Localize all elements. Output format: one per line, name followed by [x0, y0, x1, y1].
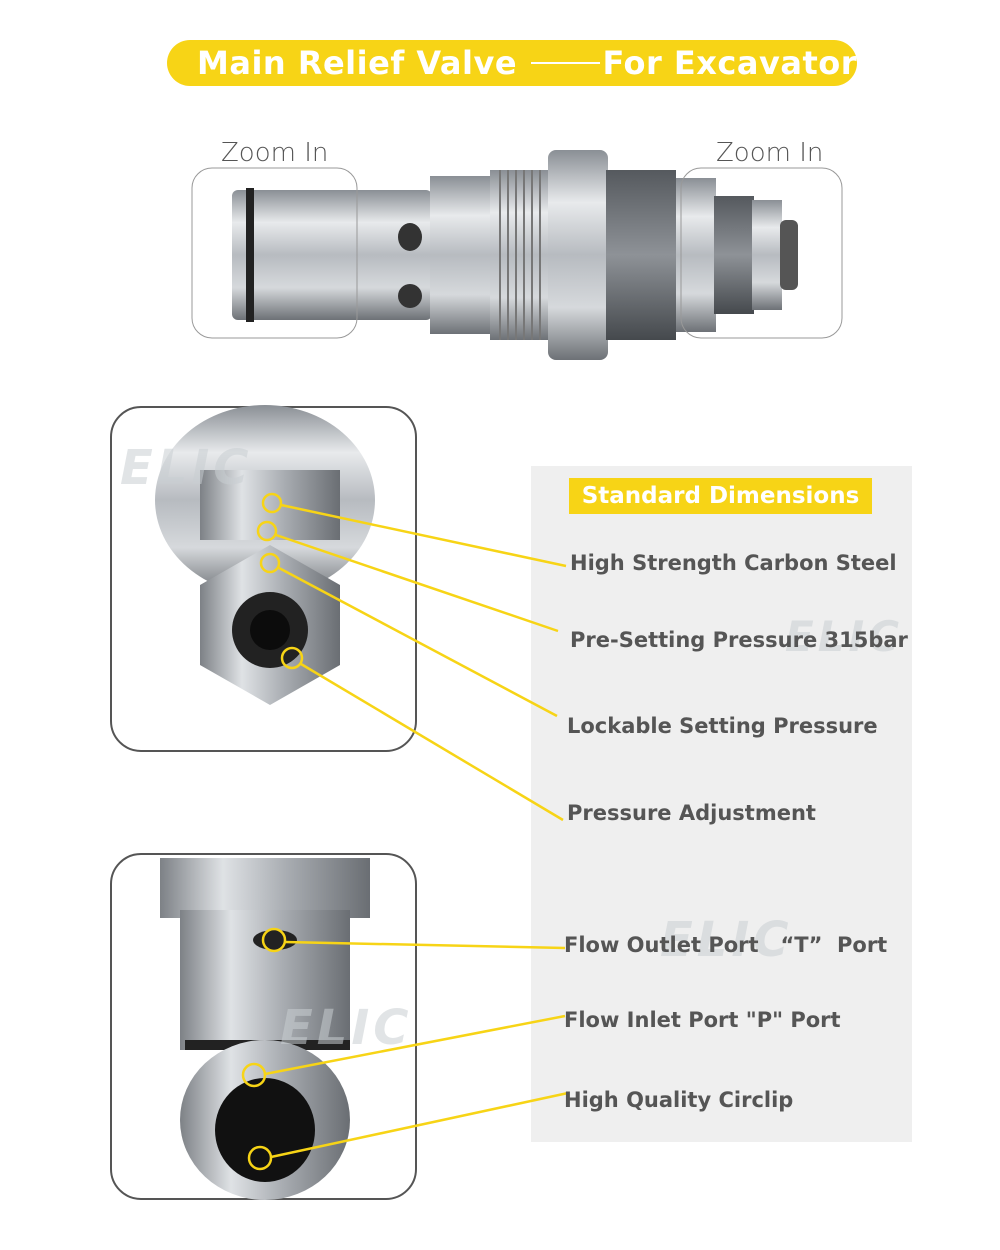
spec-panel: [531, 466, 912, 1142]
feature-outlet-port: Flow Outlet Port “T” Port: [564, 933, 888, 957]
feature-lockable-pressure: Lockable Setting Pressure: [567, 714, 878, 738]
callout-lines: [241, 492, 569, 1171]
feature-carbon-steel: High Strength Carbon Steel: [570, 551, 897, 575]
title-right: For Excavator: [602, 44, 857, 82]
detail-bottom-image: [160, 858, 370, 1200]
title-left: Main Relief Valve: [197, 44, 518, 82]
feature-pressure-adjustment: Pressure Adjustment: [567, 801, 816, 825]
watermark-logo: ELIC: [785, 612, 903, 661]
feature-pre-setting-pressure: Pre-Setting Pressure 315bar: [570, 628, 908, 652]
watermark-logo: ELIC: [660, 912, 793, 968]
main-valve-image: [232, 150, 798, 360]
watermark-logo: ELIC: [280, 1000, 413, 1056]
zoom-label-left: Zoom In: [221, 138, 329, 168]
watermark-logo: ELIC: [120, 440, 253, 496]
standard-dimensions-badge: Standard Dimensions: [569, 478, 872, 514]
detail-top-image: [155, 405, 375, 705]
title-dash: [531, 62, 601, 64]
title-banner: Main Relief Valve For Excavator: [167, 40, 857, 86]
feature-inlet-port: Flow Inlet Port "P" Port: [564, 1008, 841, 1032]
zoom-box-left: [191, 167, 358, 339]
feature-circlip: High Quality Circlip: [564, 1088, 794, 1112]
zoom-label-right: Zoom In: [716, 138, 824, 168]
zoom-box-right: [680, 167, 843, 339]
